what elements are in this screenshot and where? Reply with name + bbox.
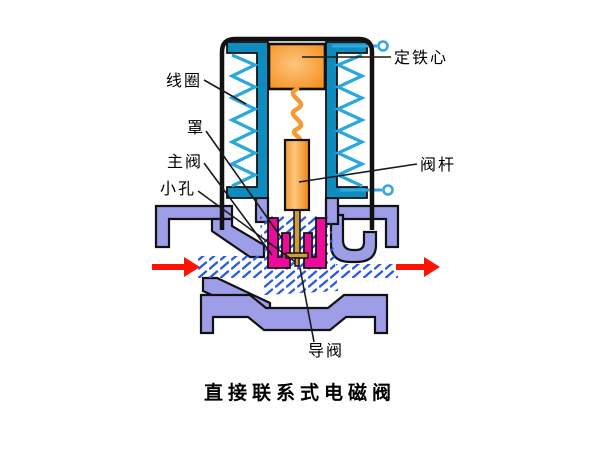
leader-coil bbox=[203, 79, 247, 105]
terminal-bottom bbox=[382, 184, 394, 196]
coil-bobbin-right bbox=[325, 41, 368, 199]
diagram-title: 直接联系式电磁阀 bbox=[204, 381, 396, 404]
leader-valve-stem bbox=[298, 163, 418, 183]
fixed-iron-core bbox=[267, 42, 327, 91]
label-fixed-core: 定铁心 bbox=[394, 48, 448, 67]
inlet-flow-arrow bbox=[152, 257, 200, 277]
terminal-top bbox=[377, 40, 389, 52]
label-cover: 罩 bbox=[187, 118, 205, 137]
valve-body-outlet-u-passage bbox=[329, 213, 378, 264]
fluid-inlet bbox=[198, 256, 262, 278]
coil-bobbin-left bbox=[226, 41, 269, 199]
coil-winding-right bbox=[334, 53, 366, 188]
leader-orifice bbox=[197, 190, 295, 262]
leader-pilot-valve bbox=[299, 267, 315, 343]
label-valve-stem: 阀杆 bbox=[420, 155, 456, 174]
fluid-outlet bbox=[336, 264, 398, 278]
pilot-stem-rod bbox=[293, 205, 301, 255]
main-valve-left-cup bbox=[267, 217, 291, 269]
solenoid-housing-frame bbox=[219, 36, 375, 230]
pilot-valve-tip bbox=[294, 257, 300, 267]
leader-cover bbox=[205, 130, 284, 241]
leader-main-valve bbox=[203, 162, 273, 256]
coil-winding-left bbox=[228, 53, 259, 188]
valve-body-inlet-flange bbox=[154, 204, 234, 249]
outlet-flow-arrow bbox=[396, 257, 440, 277]
main-valve-right-cup bbox=[303, 217, 327, 269]
label-coil: 线圈 bbox=[166, 71, 202, 90]
label-pilot-valve: 导阀 bbox=[308, 341, 344, 360]
return-spring bbox=[290, 86, 304, 145]
label-orifice: 小孔 bbox=[160, 179, 196, 198]
label-main-valve: 主阀 bbox=[167, 152, 203, 171]
armature-valve-stem bbox=[283, 138, 311, 212]
valve-body-bottom bbox=[199, 293, 389, 335]
